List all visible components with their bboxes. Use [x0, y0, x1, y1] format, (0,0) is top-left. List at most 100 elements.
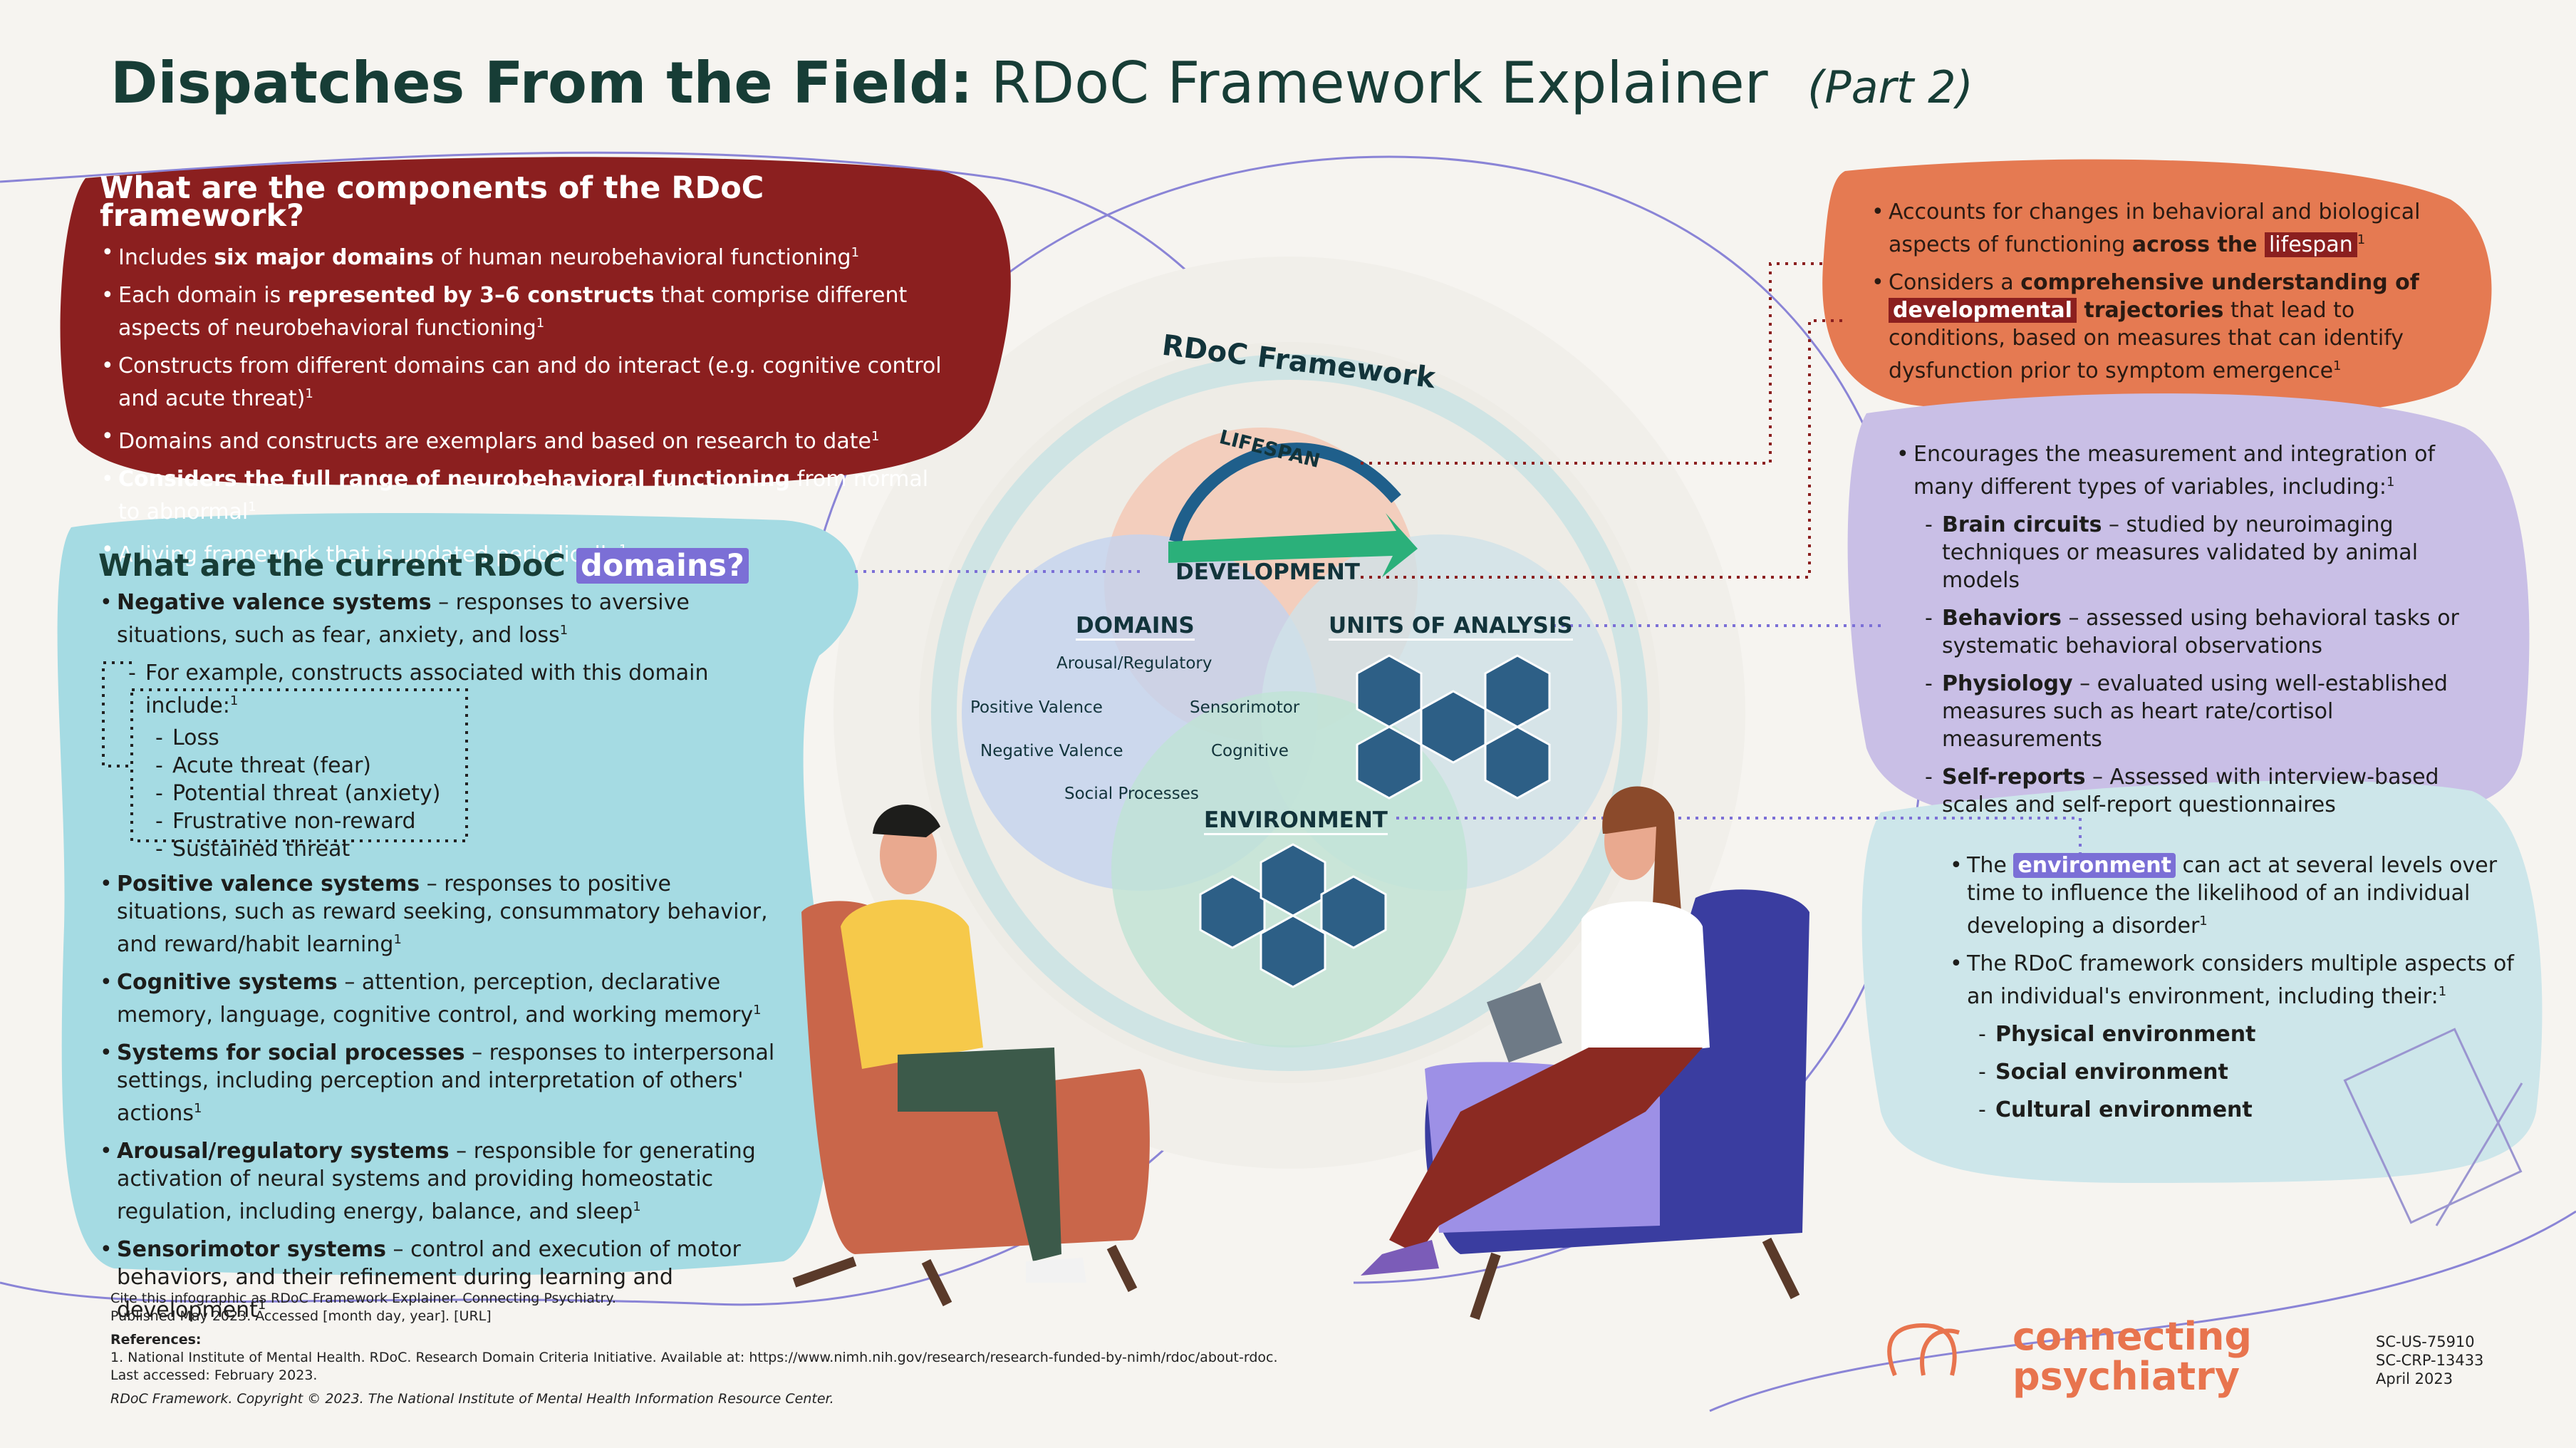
unit-name: Brain circuits	[1942, 512, 2102, 537]
development-content: Accounts for changes in behavioral and b…	[1870, 198, 2454, 395]
footer-cite: Cite this infographic as RDoC Framework …	[110, 1291, 616, 1306]
components-content: What are the components of the RDoC fram…	[100, 173, 955, 579]
footnote-marker: 1	[229, 693, 239, 708]
components-item: Constructs from different domains can an…	[100, 352, 955, 413]
domain-item: Sensorimotor systems – control and execu…	[98, 1236, 782, 1324]
components-item: Includes six major domains of human neur…	[100, 239, 955, 272]
units-item: Brain circuits – studied by neuroimaging…	[1923, 511, 2493, 594]
domain-desc: – attention, perception, declarative mem…	[117, 970, 754, 1028]
title-part: (Part 2)	[1807, 61, 1973, 113]
units-intro-text: Encourages the measurement and integrati…	[1913, 442, 2436, 500]
domain-item: Systems for social processes – responses…	[98, 1039, 782, 1127]
construct-item: Acute threat (fear)	[154, 752, 782, 780]
footer-published: Published May 2023. Accessed [month day,…	[110, 1308, 492, 1324]
footnote-marker: 1	[2438, 984, 2447, 999]
env-text: The RDoC framework considers multiple as…	[1967, 951, 2514, 1009]
diagram-domain-sensorimotor: Sensorimotor	[1190, 698, 1300, 717]
diagram-domains-label: DOMAINS	[1076, 613, 1195, 641]
footnote-marker: 1	[871, 429, 880, 444]
domains-other-list: Positive valence systems – responses to …	[98, 870, 782, 1324]
domain-negative-valence: Negative valence systems – responses to …	[98, 589, 782, 649]
item-text: from normal to abnormal	[118, 467, 929, 524]
item-text: Domains and constructs are exemplars and…	[118, 429, 871, 454]
title-bold: Dispatches From the Field:	[110, 50, 973, 116]
unit-desc: – studied by neuroimaging techniques or …	[1942, 512, 2419, 593]
aspect-name: Social environment	[1995, 1060, 2228, 1085]
domains-content: What are the current RDoC domains? Negat…	[98, 548, 782, 1334]
domains-list: Negative valence systems – responses to …	[98, 589, 782, 720]
example-intro: For example, constructs associated with …	[127, 659, 782, 720]
unit-desc: – Assessed with interview-based scales a…	[1942, 765, 2439, 817]
code-line: April 2023	[2376, 1370, 2453, 1387]
domains-heading: What are the current RDoC domains?	[98, 548, 782, 584]
developmental-highlight: developmental	[1889, 298, 2077, 323]
components-list: Includes six major domains of human neur…	[100, 239, 955, 569]
unit-name: Self-reports	[1942, 765, 2086, 790]
components-item: A living framework that is updated perio…	[100, 536, 955, 569]
environment-highlight: environment	[2013, 853, 2176, 878]
footnote-marker: 1	[851, 245, 860, 260]
diagram-domain-positive: Positive Valence	[970, 698, 1103, 717]
dev-bold: trajectories	[2076, 298, 2224, 323]
item-text: of human neurobehavioral functioning	[434, 245, 851, 270]
units-item: Behaviors – assessed using behavioral ta…	[1923, 604, 2493, 660]
components-item: Considers the full range of neurobehavio…	[100, 465, 955, 526]
domain-name: Arousal/regulatory systems	[117, 1139, 450, 1164]
diagram-domain-negative: Negative Valence	[980, 742, 1123, 760]
units-icons	[1356, 654, 1551, 800]
footer-ref1: 1. National Institute of Mental Health. …	[110, 1350, 1278, 1365]
lifespan-arrow-icon	[1168, 513, 1418, 577]
footnote-marker: 1	[2386, 475, 2395, 490]
environment-icons	[1199, 843, 1387, 988]
footnote-marker: 1	[393, 932, 402, 947]
constructs-list: LossAcute threat (fear)Potential threat …	[154, 724, 782, 863]
development-item-lifespan: Accounts for changes in behavioral and b…	[1870, 198, 2454, 259]
domain-item: Arousal/regulatory systems – responsible…	[98, 1137, 782, 1226]
dev-bold: comprehensive understanding of	[2020, 270, 2419, 295]
logo: connecting psychiatry	[2012, 1317, 2252, 1397]
unit-name: Behaviors	[1942, 606, 2062, 631]
environment-aspect: Cultural environment	[1977, 1096, 2518, 1124]
diagram-domain-arousal: Arousal/Regulatory	[1056, 654, 1212, 673]
lifespan-highlight: lifespan	[2264, 232, 2357, 257]
construct-item: Frustrative non-reward	[154, 807, 782, 835]
footnote-marker: 1	[257, 1298, 266, 1313]
unit-desc: – evaluated using well-established measu…	[1942, 671, 2448, 752]
domain-desc: – responses to aversive situations, such…	[117, 590, 690, 648]
environment-content: The environment can act at several level…	[1948, 852, 2518, 1134]
footnote-marker: 1	[559, 623, 568, 638]
footnote-marker: 1	[536, 316, 545, 331]
domain-desc: – responses to interpersonal settings, i…	[117, 1040, 775, 1126]
domain-name: Systems for social processes	[117, 1040, 465, 1065]
footnote-marker: 1	[193, 1101, 202, 1116]
diagram-environment-label: ENVIRONMENT	[1204, 807, 1388, 835]
decor-line-bottom	[1709, 1210, 2576, 1412]
item-text: A living framework that is updated perio…	[118, 542, 619, 567]
diagram-units-label: UNITS OF ANALYSIS	[1329, 613, 1573, 641]
environment-item-aspects: The RDoC framework considers multiple as…	[1948, 950, 2518, 1010]
dev-bold: across the	[2131, 232, 2265, 257]
domain-name: Sensorimotor systems	[117, 1237, 386, 1262]
footer-ref-heading: References:	[110, 1332, 202, 1348]
item-bold: six major domains	[214, 245, 435, 270]
title-main: RDoC Framework Explainer	[990, 50, 1768, 116]
framework-ring	[931, 354, 1648, 1071]
domain-name: Cognitive systems	[117, 970, 338, 995]
domain-desc: – responses to positive situations, such…	[117, 872, 768, 957]
environment-aspects-list: Physical environmentSocial environmentCu…	[1977, 1020, 2518, 1124]
units-intro: Encourages the measurement and integrati…	[1895, 440, 2493, 501]
item-bold: represented by 3–6 constructs	[287, 283, 655, 308]
units-content: Encourages the measurement and integrati…	[1895, 440, 2493, 829]
footnote-marker: 1	[248, 500, 256, 514]
env-text: can act at several levels over time to i…	[1967, 853, 2498, 938]
footer-copyright: RDoC Framework. Copyright © 2023. The Na…	[110, 1391, 834, 1407]
dev-text: that lead to conditions, based on measur…	[1889, 298, 2404, 383]
footer: Cite this infographic as RDoC Framework …	[110, 1290, 1393, 1408]
diagram-domain-cognitive: Cognitive	[1211, 742, 1289, 760]
diagram-domain-social: Social Processes	[1064, 785, 1199, 803]
construct-item: Sustained threat	[154, 835, 782, 863]
logo-line1: connecting	[2012, 1314, 2253, 1359]
unit-name: Physiology	[1942, 671, 2073, 696]
footnote-marker: 1	[2357, 232, 2366, 247]
units-item: Physiology – evaluated using well-establ…	[1923, 670, 2493, 753]
